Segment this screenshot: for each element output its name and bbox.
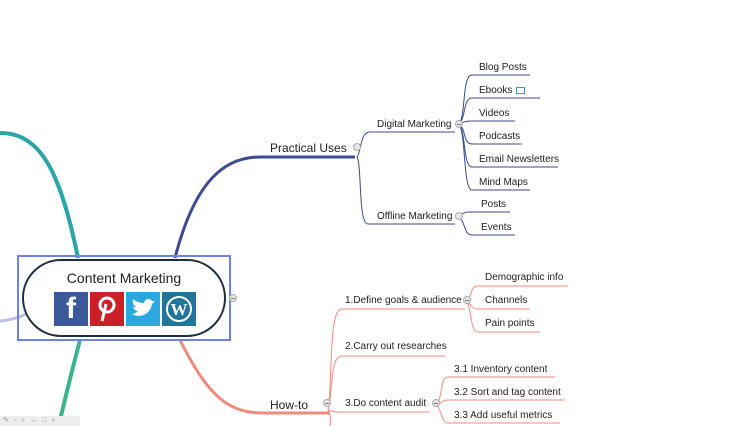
wordpress-icon: W [162,292,196,326]
topic-sort-and-tag[interactable]: 3.2 Sort and tag content [454,387,561,398]
topic-practical-uses[interactable]: Practical Uses [270,141,347,155]
branch-practical-uses [173,155,355,259]
define-goals-collapse-knob[interactable] [463,296,471,304]
topic-ebooks[interactable]: Ebooks [479,85,526,97]
zoom-icon[interactable]: ⌕ [21,417,26,424]
topic-define-goals[interactable]: 1.Define goals & audience [345,295,462,306]
topic-blog-posts[interactable]: Blog Posts [479,62,527,73]
topic-offline-marketing[interactable]: Offline Marketing [377,211,453,222]
frame-icon[interactable]: □ [42,417,47,424]
topic-demographic-info[interactable]: Demographic info [485,272,564,283]
svg-text:W: W [171,300,188,319]
settings-icon[interactable]: « [51,417,56,424]
topic-posts[interactable]: Posts [481,199,507,210]
topic-digital-marketing[interactable]: Digital Marketing [377,119,452,130]
topic-podcasts[interactable]: Podcasts [479,131,521,142]
topic-how-to[interactable]: How-to [270,398,309,412]
topic-carry-out-researches[interactable]: 2.Carry out researches [345,341,447,352]
topic-email-newsletters[interactable]: Email Newsletters [479,154,560,165]
topic-content-audit[interactable]: 3.Do content audit [345,398,427,409]
twitter-icon [126,292,160,326]
topic-mind-maps[interactable]: Mind Maps [479,177,528,188]
topic-ebooks-label: Ebooks [479,85,513,96]
social-icons: f W [54,292,196,326]
facebook-icon: f [54,292,88,326]
offline-marketing-collapse-knob[interactable] [455,212,463,220]
branch-left [0,312,27,323]
topic-inventory-content[interactable]: 3.1 Inventory content [454,364,548,375]
topic-add-metrics[interactable]: 3.3 Add useful metrics [454,410,553,421]
root-collapse-knob[interactable] [229,294,237,302]
note-icon[interactable] [516,87,526,94]
bottom-toolbar: ✎ ◦ ⌕ ↔ □ « [0,416,80,426]
root-topic[interactable]: Content Marketing f W [22,259,226,337]
topic-videos[interactable]: Videos [479,108,510,119]
branch-how-to [178,339,330,415]
topic-events[interactable]: Events [481,222,512,233]
pen-icon[interactable]: ✎ [3,417,9,424]
how-to-collapse-knob[interactable] [323,399,331,407]
content-audit-collapse-knob[interactable] [432,399,440,407]
topic-channels[interactable]: Channels [485,295,528,306]
pinterest-icon [90,292,124,326]
fit-icon[interactable]: ↔ [30,417,38,424]
lock-icon[interactable]: ◦ [13,417,17,424]
branch-top-left [0,131,80,259]
branch-bottom-left [58,339,82,421]
topic-pain-points[interactable]: Pain points [485,318,535,329]
digital-marketing-collapse-knob[interactable] [455,120,463,128]
root-topic-title: Content Marketing [66,270,182,286]
practical-uses-collapse-knob[interactable] [353,143,361,151]
